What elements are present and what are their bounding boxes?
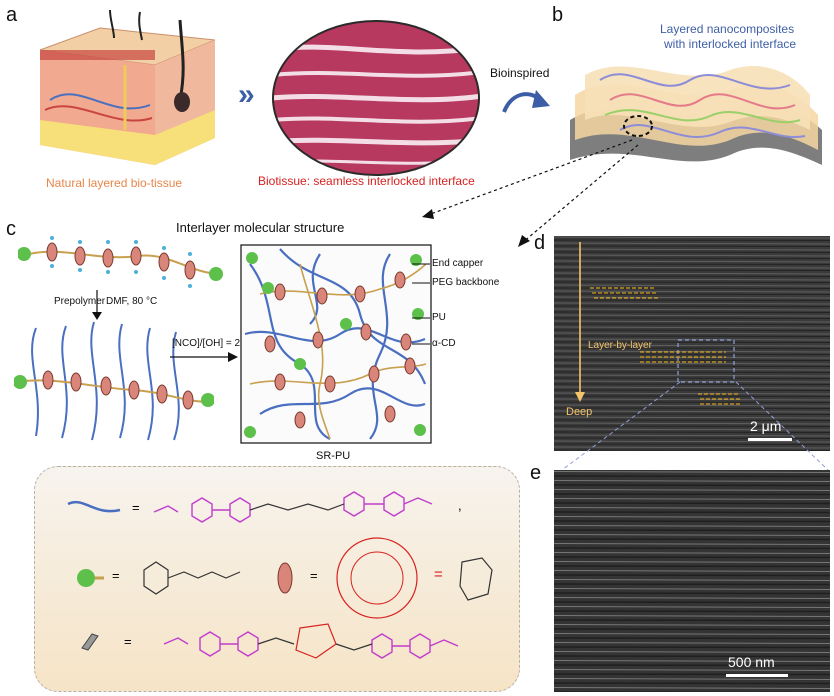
legend-leader-lines <box>412 263 430 345</box>
layer-by-layer-label: Layer-by-layer <box>588 340 652 351</box>
panel-letter-d: d <box>534 232 546 254</box>
grafted-chain <box>14 321 214 441</box>
ratio-label: [NCO]/[OH] = 2 <box>172 338 241 349</box>
skin-illustration <box>39 10 216 165</box>
natural-tissue-caption: Natural layered bio-tissue <box>46 176 183 190</box>
equals-sign-3: = <box>310 568 318 583</box>
deep-label: Deep <box>566 406 593 418</box>
layered-title-line1: Layered nanocomposites <box>660 22 795 36</box>
layered-nanocomposite <box>570 66 822 165</box>
scale-label-d: 2 μm <box>750 418 782 434</box>
scale-bar-d <box>748 438 792 441</box>
prepolymer-chain <box>18 236 223 288</box>
interlayer-title: Interlayer molecular structure <box>176 220 345 235</box>
legend-pu: PU <box>432 312 446 323</box>
pu-structure-2 <box>163 623 459 659</box>
right-arrow-icon <box>170 352 238 362</box>
pu-segment-icon <box>81 633 99 651</box>
srpu-label: SR-PU <box>316 450 351 462</box>
peg-chain-icon <box>67 500 121 513</box>
cyclodextrin-structure <box>336 537 418 619</box>
legend-acd: α-CD <box>432 338 456 349</box>
scale-label-e: 500 nm <box>728 654 775 670</box>
legend-peg-backbone: PEG backbone <box>432 277 500 288</box>
end-capper-structure <box>143 561 241 595</box>
cyclodextrin-ring-icon <box>277 562 293 594</box>
layered-title-line2: with interlocked interface <box>664 37 797 51</box>
panel-letter-b: b <box>552 4 564 26</box>
sem-image-e: 500 nm <box>554 470 830 692</box>
scale-bar-e <box>726 674 788 677</box>
zoom-lines <box>561 381 829 471</box>
comma-mark: , <box>458 498 462 513</box>
pu-structure-1 <box>153 491 433 523</box>
end-capper-icon <box>77 569 104 587</box>
equals-sign-4: = <box>434 566 443 583</box>
srpu-network <box>240 244 432 444</box>
bioinspired-label: Bioinspired <box>490 66 550 80</box>
panel-letter-a: a <box>6 4 18 26</box>
equals-sign-2: = <box>112 568 120 583</box>
panel-letter-e: e <box>530 462 542 484</box>
curved-arrow-icon <box>502 90 550 113</box>
dotted-arrows <box>422 139 639 247</box>
down-arrow-icon <box>92 290 102 320</box>
chemical-structures-box <box>34 466 520 692</box>
double-chevron-icon: » <box>238 78 255 111</box>
equals-sign-5: = <box>124 634 132 649</box>
biotissue-oval <box>272 20 480 176</box>
biotissue-caption: Biotissue: seamless interlocked interfac… <box>258 174 475 188</box>
dmf-condition-label: DMF, 80 °C <box>106 296 158 307</box>
sem-image-d: Layer-by-layer Deep 2 μm <box>554 236 830 451</box>
legend-end-capper: End capper <box>432 258 484 269</box>
panel-letter-c: c <box>6 218 16 240</box>
prepolymer-label: Prepolymer <box>54 296 106 307</box>
glucose-unit-structure <box>459 557 493 601</box>
equals-sign-1: = <box>132 500 140 515</box>
